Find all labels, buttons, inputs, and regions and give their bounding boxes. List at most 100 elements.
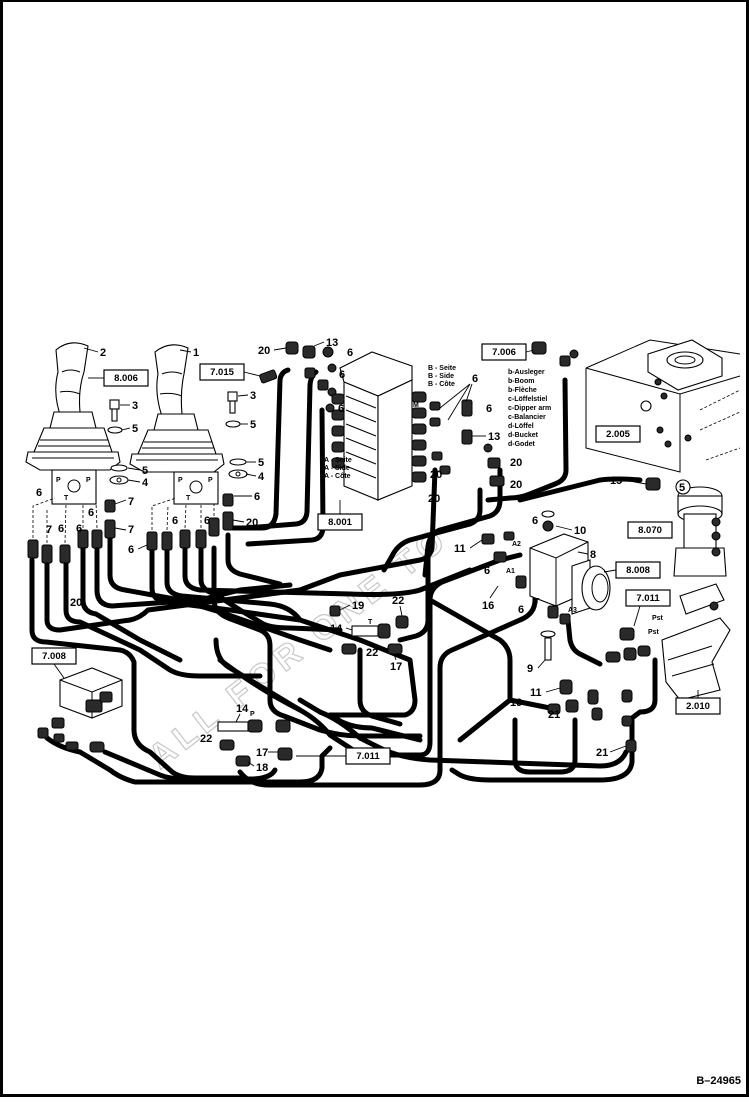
hose-runs	[29, 367, 658, 788]
svg-text:A - Côte: A - Côte	[324, 473, 351, 480]
callout-5-left-lower: 5	[142, 465, 148, 477]
callout-6-h: 6	[204, 515, 210, 527]
svg-text:T: T	[64, 495, 69, 502]
right-fitting-row	[146, 493, 234, 551]
ref-box-8006: 8.006	[88, 369, 149, 387]
svg-text:d-Godet: d-Godet	[508, 441, 535, 448]
valve-function-legend: b-Ausleger b-Boom b-Flèche c-Löffelstiel…	[508, 369, 551, 448]
rotary-union	[645, 477, 727, 577]
svg-text:7.011: 7.011	[636, 593, 660, 604]
svg-text:P: P	[86, 477, 91, 484]
frame-border-bottom	[0, 1094, 749, 1097]
svg-text:c-Balancier: c-Balancier	[508, 414, 546, 421]
frame-border-left	[0, 0, 3, 1097]
svg-text:A - Seite: A - Seite	[324, 457, 352, 464]
callout-8: 8	[590, 549, 596, 561]
callout-6-o: 6	[484, 565, 490, 577]
svg-text:d-Löffel: d-Löffel	[508, 423, 534, 430]
ref-box-8070: 8.070	[627, 521, 673, 539]
callout-6-p: 6	[518, 604, 524, 616]
svg-text:B - Côte: B - Côte	[428, 381, 455, 388]
callout-6-b: 6	[58, 523, 64, 535]
svg-text:8.070: 8.070	[638, 525, 662, 536]
valve-side-a-label: A - Seite A - Side A - Côte	[324, 457, 352, 480]
svg-text:b-Flèche: b-Flèche	[508, 387, 537, 394]
aux-valve-7008	[37, 667, 123, 753]
svg-text:7.015: 7.015	[210, 367, 234, 378]
ref-box-7015: 7.015	[199, 363, 261, 381]
valve-side-b-label: B - Seite B - Side B - Côte	[428, 365, 456, 388]
callout-6-n: 6	[532, 515, 538, 527]
callout-16: 16	[482, 600, 494, 612]
callout-21-center: 21	[548, 709, 560, 721]
top-fittings	[259, 341, 337, 413]
svg-text:8.006: 8.006	[114, 373, 138, 384]
svg-text:B - Seite: B - Seite	[428, 365, 456, 372]
callout-20-top: 20	[258, 345, 270, 357]
callout-6-g: 6	[172, 515, 178, 527]
ref-box-7011-lower: 7.011	[296, 747, 391, 765]
svg-text:8.008: 8.008	[626, 565, 650, 576]
port-a2: A2	[512, 541, 521, 548]
svg-text:T: T	[186, 495, 191, 502]
lower-connector-group: P	[217, 711, 293, 767]
callout-6-c: 6	[76, 523, 82, 535]
callout-20-valve-c: 20	[510, 457, 522, 469]
callout-20-valve-d: 20	[510, 479, 522, 491]
callout-6-j: 6	[339, 369, 345, 381]
callout-5-left-upper: 5	[132, 423, 138, 435]
callout-11-lower: 11	[530, 687, 542, 699]
joystick-right: P P T	[129, 344, 234, 551]
callout-2: 2	[100, 347, 106, 359]
port-t: T	[535, 598, 540, 605]
port-a3: A3	[568, 607, 577, 614]
callout-3-right: 3	[250, 390, 256, 402]
callout-labels: 2 1 3 5 5 4 6 7 7 7 6 6 6 20 3 5 5 4 6 6…	[36, 337, 685, 774]
svg-text:2.010: 2.010	[686, 701, 710, 712]
svg-text:7.008: 7.008	[42, 651, 66, 662]
port-a1: A1	[506, 568, 515, 575]
frame-border-top	[0, 0, 749, 2]
svg-text:b-Ausleger: b-Ausleger	[508, 369, 545, 376]
callout-6-d: 6	[88, 507, 94, 519]
brake-valve-8008: A2 A1 T A3	[481, 510, 611, 661]
callout-15: 15	[610, 475, 622, 487]
callout-9: 9	[527, 663, 533, 675]
svg-text:7.011: 7.011	[356, 751, 380, 762]
port-pst-bottom: Pst	[648, 629, 660, 636]
svg-text:2.005: 2.005	[606, 429, 630, 440]
callout-17-middle: 17	[390, 661, 402, 673]
svg-text:M: M	[413, 402, 419, 409]
callout-6-f: 6	[128, 544, 134, 556]
svg-text:B - Side: B - Side	[428, 373, 454, 380]
callout-13-top: 13	[326, 337, 338, 349]
svg-text:A - Side: A - Side	[324, 465, 350, 472]
callout-14-lower: 14	[236, 703, 249, 715]
callout-21-right: 21	[596, 747, 608, 759]
port-p-lower: P	[250, 711, 255, 718]
callout-14-middle: 14	[330, 623, 343, 635]
callout-22-middle: 22	[366, 647, 378, 659]
spool-caps-left	[331, 393, 345, 469]
ref-box-8001: 8.001	[317, 500, 363, 531]
svg-text:7.006: 7.006	[492, 347, 516, 358]
callout-7-b: 7	[128, 524, 134, 536]
callout-19-upper: 19	[352, 600, 364, 612]
fitting-group-7006	[531, 341, 579, 367]
left-mount-hardware	[107, 399, 129, 485]
frame-border-right	[746, 0, 749, 1097]
callout-7-a: 7	[128, 496, 134, 508]
callout-22-upper: 22	[392, 595, 404, 607]
right-mount-hardware	[225, 391, 248, 479]
ref-box-2005: 2.005	[595, 425, 641, 443]
svg-text:c-Löffelstiel: c-Löffelstiel	[508, 396, 547, 403]
callout-5-rotary: 5	[679, 482, 685, 494]
callout-22-lower: 22	[200, 733, 212, 745]
svg-text:P: P	[178, 477, 183, 484]
callout-4-left: 4	[142, 477, 149, 489]
spool-caps-right	[411, 391, 451, 483]
callout-6-e: 6	[254, 491, 260, 503]
callout-11-upper: 11	[454, 543, 466, 555]
ref-box-7011-right: 7.011	[625, 589, 671, 627]
